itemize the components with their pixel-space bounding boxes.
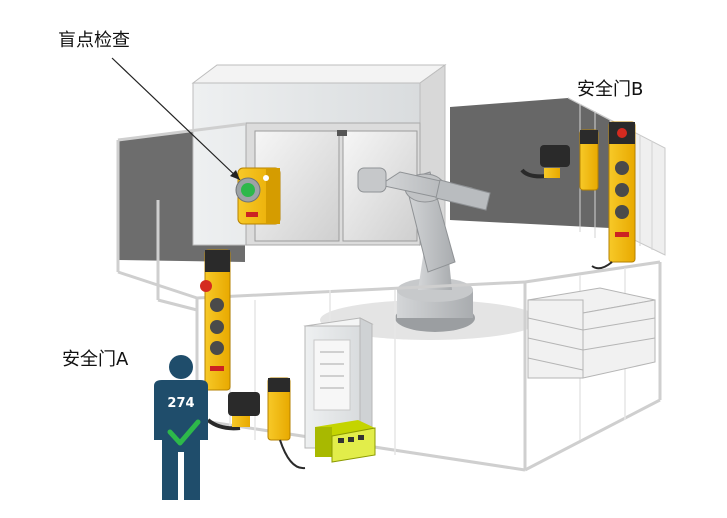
pallet-stack bbox=[527, 287, 656, 379]
safety-door-b-label: 安全门B bbox=[577, 79, 644, 100]
operator-head bbox=[169, 355, 193, 379]
fence-frame bbox=[116, 122, 662, 472]
operator-figure bbox=[154, 355, 208, 500]
blind-spot-button-box bbox=[235, 167, 281, 225]
industrial-robot bbox=[357, 167, 491, 332]
pointer-arrowhead bbox=[230, 170, 240, 180]
safety-relay-controller bbox=[315, 420, 376, 463]
safety-door-b-switch bbox=[520, 121, 636, 263]
blind-spot-pointer bbox=[111, 57, 241, 181]
safety-door-a-switch bbox=[200, 249, 613, 470]
safety-door-a-label: 安全门A bbox=[62, 349, 129, 370]
estop-icon bbox=[200, 280, 212, 292]
enclosure-top bbox=[191, 64, 447, 84]
operator-badge-number: 274 bbox=[167, 396, 195, 411]
blind-spot-check-label: 盲点检查 bbox=[58, 30, 130, 51]
fence-panel-back-right bbox=[450, 98, 610, 228]
door-hinge bbox=[337, 130, 347, 136]
check-icon bbox=[167, 419, 201, 446]
estop-icon bbox=[617, 128, 627, 138]
